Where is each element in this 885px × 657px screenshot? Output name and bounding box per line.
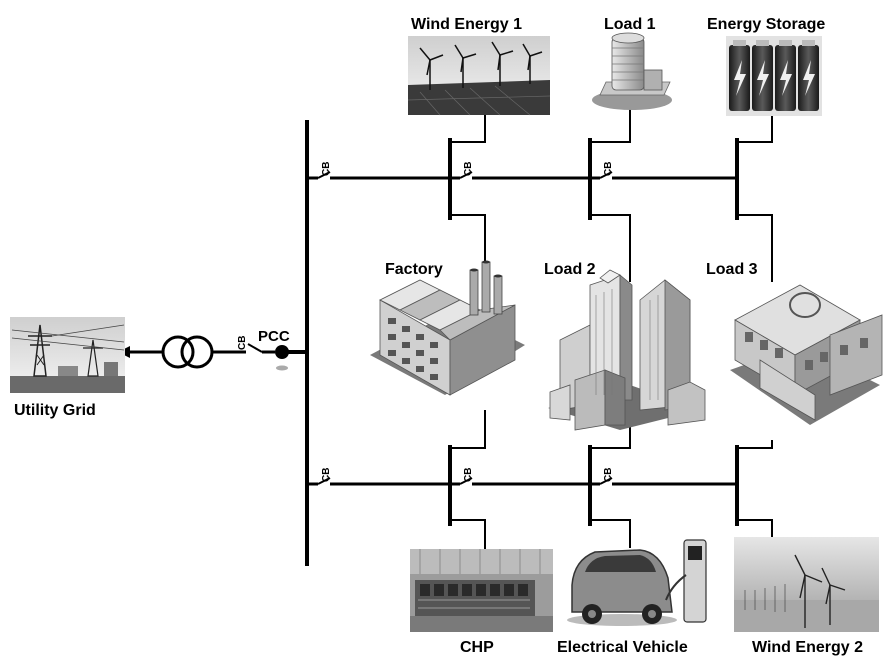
electrical-vehicle-label: Electrical Vehicle (557, 639, 688, 656)
pcc-label: PCC (258, 328, 290, 345)
svg-text:CB: CB (321, 468, 332, 482)
chp-label: CHP (460, 639, 494, 656)
svg-text:CB: CB (603, 468, 614, 482)
pcc-connection: CB PCC (212, 328, 307, 371)
pcc-cb-label: CB (237, 336, 248, 350)
chp-image (410, 549, 553, 632)
load-2-city-icon (548, 269, 706, 431)
bottom-feeder: CB CB CB (309, 410, 773, 550)
factory-label: Factory (385, 261, 443, 278)
electric-vehicle-image (567, 539, 707, 626)
top-feeder: CB CB CB (309, 108, 773, 282)
load-1-building-icon (592, 32, 672, 110)
load-1-label: Load 1 (604, 16, 656, 33)
wind-energy-1-image (407, 36, 551, 116)
wind-energy-2-label: Wind Energy 2 (752, 639, 863, 656)
factory-building-icon (370, 260, 525, 396)
energy-storage-label: Energy Storage (707, 16, 825, 33)
pcc-node (275, 345, 289, 359)
wind-energy-1-label: Wind Energy 1 (411, 16, 522, 33)
utility-grid-image (10, 317, 125, 393)
transformer-icon (161, 335, 214, 369)
svg-text:CB: CB (321, 162, 332, 176)
energy-storage-image (726, 36, 822, 116)
load-3-label: Load 3 (706, 261, 758, 278)
load-3-building-icon (730, 284, 883, 425)
load-2-label: Load 2 (544, 261, 596, 278)
svg-text:CB: CB (463, 468, 474, 482)
svg-text:CB: CB (603, 162, 614, 176)
wind-energy-2-image (734, 537, 879, 632)
svg-text:CB: CB (463, 162, 474, 176)
utility-grid-label: Utility Grid (14, 402, 96, 419)
